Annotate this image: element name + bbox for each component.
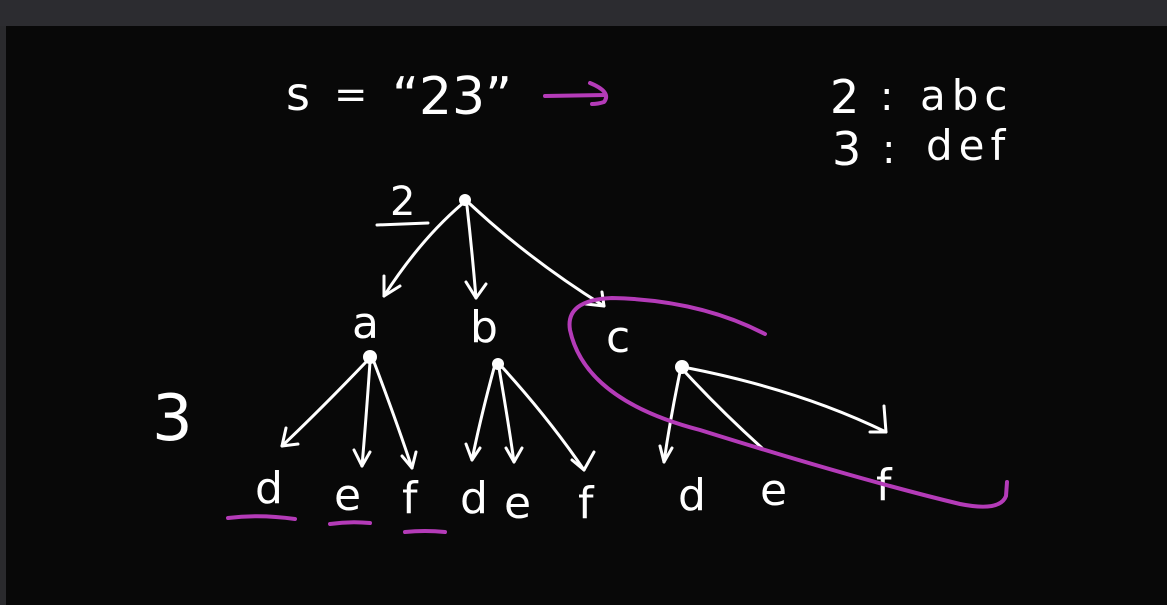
leaf-a-f: f [402,473,419,524]
pink-highlight-loop [567,296,1009,509]
mapping-letters-2: abc [920,71,1014,120]
edges-b [464,366,596,472]
level-label: 3 [152,382,193,456]
mapping-row-2: 2 : abc [830,70,1014,124]
window-top-bar [0,0,1167,26]
leaf-b-d: d [460,473,488,524]
leaf-a-d: d [255,463,283,514]
root-label: 2 [390,179,415,225]
equation-equals: = [334,72,368,118]
root-label-underline [375,221,430,227]
pink-arrow [543,81,609,106]
mapping-row-3: 3 : def [832,121,1011,176]
root-edges [382,202,606,308]
node-b: b [470,302,498,353]
node-a-dot [363,350,377,364]
leaf-a-e: e [334,470,361,521]
edges-a [280,360,418,470]
equation-value: “23” [392,67,512,127]
equation-lhs: s [286,67,310,121]
mapping-letters-3: def [926,121,1011,170]
mapping-sep-2: : [880,74,893,120]
node-c: c [606,312,630,363]
whiteboard-canvas [6,26,1167,605]
leaf-c-e: e [760,465,787,516]
edges-c [658,366,888,464]
node-c-dot [675,360,689,374]
leaf-b-f: f [578,478,595,529]
mapping-key-3: 3 [832,122,861,176]
leaf-c-d: d [678,470,706,521]
leaf-b-e: e [504,478,531,529]
pink-underlines [226,514,447,534]
node-a: a [352,298,379,349]
mapping-sep-3: : [882,127,895,173]
mapping-key-2: 2 [830,70,859,124]
